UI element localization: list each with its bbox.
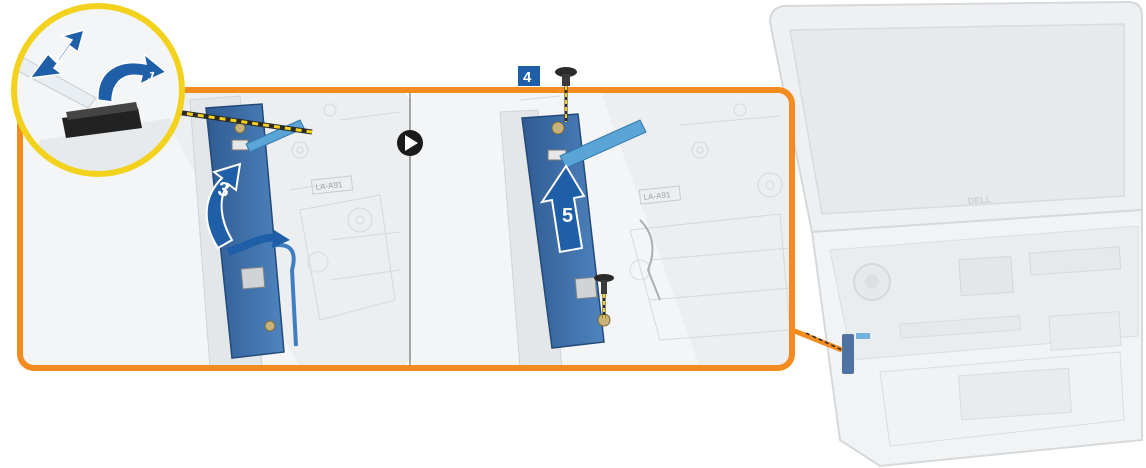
step-5-label: 5 (562, 205, 573, 227)
laptop-board-highlight (842, 334, 854, 374)
step-4-label: 4 (523, 69, 532, 86)
play-icon (397, 130, 423, 156)
laptop-logo: DELL (967, 194, 992, 206)
connector-zoom-detail: 2 1 (14, 6, 184, 176)
laptop-illustration: DELL (770, 2, 1142, 466)
right-panel: LA-A91 5 (410, 90, 792, 368)
